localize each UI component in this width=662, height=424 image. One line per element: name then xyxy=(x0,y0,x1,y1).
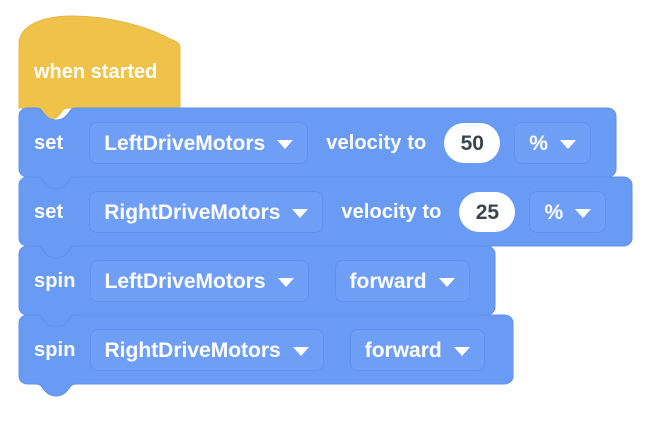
chevron-down-icon[interactable] xyxy=(292,208,309,218)
direction-dropdown-label-3: forward xyxy=(364,338,442,362)
device-dropdown-label-1: RightDriveMotors xyxy=(104,200,281,224)
device-dropdown-1[interactable]: RightDriveMotors xyxy=(89,191,324,233)
block-text-velocity-to-1: velocity to xyxy=(341,201,442,223)
velocity-value-1: 25 xyxy=(475,200,500,224)
block-text-velocity-to-0: velocity to xyxy=(326,132,427,154)
direction-dropdown-3[interactable]: forward xyxy=(349,329,485,371)
direction-dropdown-label-2: forward xyxy=(349,269,427,293)
device-dropdown-label-0: LeftDriveMotors xyxy=(104,131,266,155)
block-keyword-set-1: set xyxy=(34,201,64,223)
block-row-set-right-velocity[interactable]: set RightDriveMotors velocity to 25 % xyxy=(34,184,607,240)
block-keyword-spin-2: spin xyxy=(34,270,76,292)
unit-dropdown-0[interactable]: % xyxy=(514,122,591,164)
block-row-spin-left[interactable]: spin LeftDriveMotors forward xyxy=(34,253,470,309)
chevron-down-icon[interactable] xyxy=(277,139,294,149)
block-row-set-left-velocity[interactable]: set LeftDriveMotors velocity to 50 % xyxy=(34,115,591,171)
chevron-down-icon[interactable] xyxy=(277,277,294,287)
chevron-down-icon[interactable] xyxy=(292,346,309,356)
chevron-down-icon[interactable] xyxy=(559,139,576,149)
unit-dropdown-label-1: % xyxy=(544,200,564,224)
chevron-down-icon[interactable] xyxy=(453,346,470,356)
direction-dropdown-2[interactable]: forward xyxy=(334,260,470,302)
velocity-value-field-0[interactable]: 50 xyxy=(444,123,501,163)
device-dropdown-2[interactable]: LeftDriveMotors xyxy=(89,260,309,302)
block-keyword-set-0: set xyxy=(34,132,64,154)
velocity-value-field-1[interactable]: 25 xyxy=(459,192,516,232)
block-keyword-spin-3: spin xyxy=(34,339,76,361)
block-row-spin-right[interactable]: spin RightDriveMotors forward xyxy=(34,322,485,378)
hat-block-label: when started xyxy=(34,61,158,83)
chevron-down-icon[interactable] xyxy=(575,208,592,218)
velocity-value-0: 50 xyxy=(460,131,484,155)
unit-dropdown-label-0: % xyxy=(529,131,548,155)
unit-dropdown-1[interactable]: % xyxy=(529,191,607,233)
device-dropdown-label-2: LeftDriveMotors xyxy=(104,269,266,293)
device-dropdown-label-3: RightDriveMotors xyxy=(104,338,281,362)
device-dropdown-0[interactable]: LeftDriveMotors xyxy=(89,122,309,164)
chevron-down-icon[interactable] xyxy=(438,277,455,287)
device-dropdown-3[interactable]: RightDriveMotors xyxy=(89,329,324,371)
